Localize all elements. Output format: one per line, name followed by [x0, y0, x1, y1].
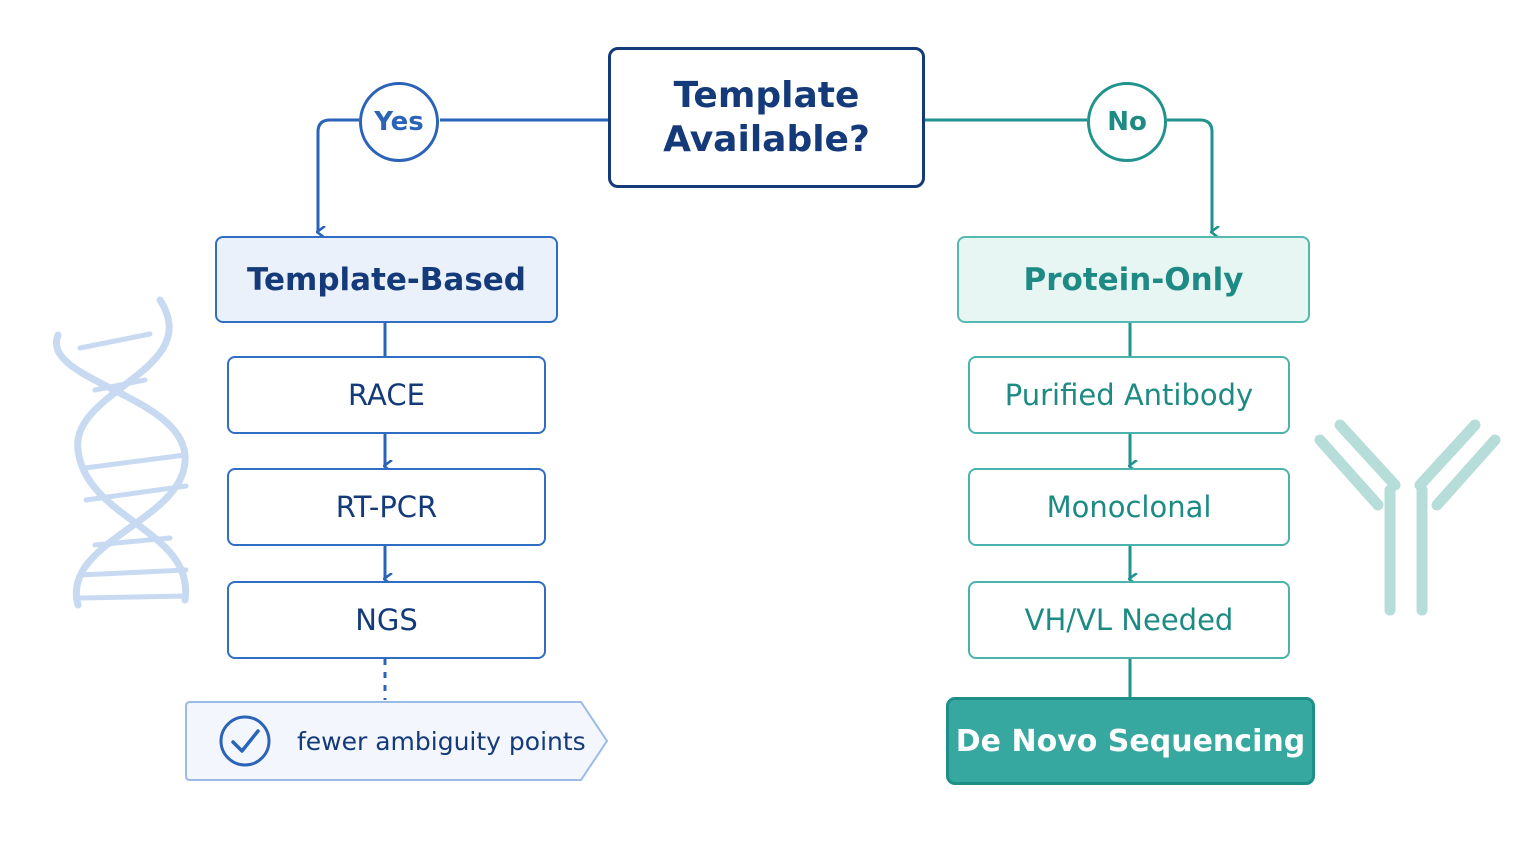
step-purified-antibody: Purified Antibody: [968, 356, 1290, 434]
check-circle-icon: [219, 715, 271, 767]
step-vh-vl-needed: VH/VL Needed: [968, 581, 1290, 659]
step-rt-pcr: RT-PCR: [227, 468, 546, 546]
step-ngs: NGS: [227, 581, 546, 659]
protein-only-heading: Protein-Only: [957, 236, 1310, 323]
antibody-icon: [1314, 419, 1501, 616]
step-race: RACE: [227, 356, 546, 434]
de-novo-sequencing-result: De Novo Sequencing: [946, 697, 1315, 785]
decision-line-2: Available?: [663, 118, 870, 160]
template-based-heading: Template-Based: [215, 236, 558, 323]
note-text: fewer ambiguity points: [297, 727, 586, 756]
yes-branch-label: Yes: [359, 82, 439, 162]
decision-template-available: Template Available?: [608, 47, 925, 188]
step-monoclonal: Monoclonal: [968, 468, 1290, 546]
no-branch-label: No: [1087, 82, 1167, 162]
decision-line-1: Template: [673, 74, 860, 116]
dna-helix-icon: [52, 296, 190, 609]
